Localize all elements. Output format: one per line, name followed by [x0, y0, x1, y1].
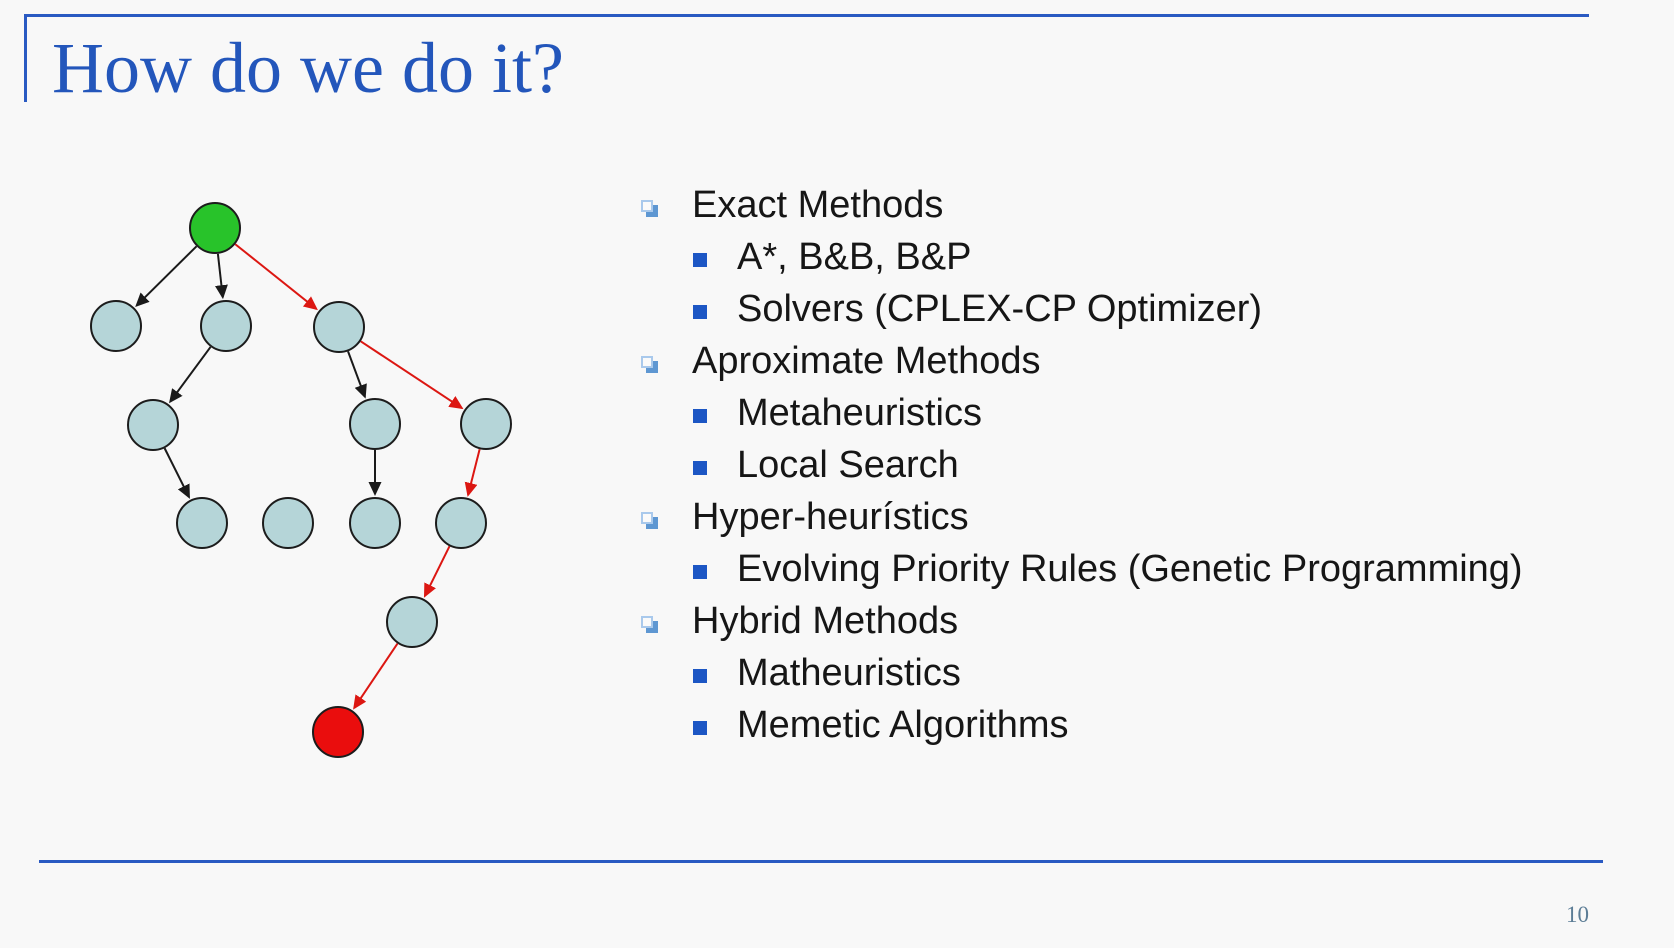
page-number: 10 — [1566, 902, 1589, 927]
tree-node — [262, 497, 314, 549]
left-border-line — [24, 14, 27, 102]
hollow-square-bullet-icon — [641, 199, 658, 217]
tree-edge-arrow — [214, 253, 228, 300]
tree-edge-arrow — [347, 351, 367, 399]
solid-square-bullet-icon — [693, 669, 707, 683]
hollow-square-bullet-icon — [641, 355, 658, 373]
list-item-text: Memetic Algorithms — [737, 703, 1069, 746]
red-path-arrow — [353, 643, 399, 710]
solid-square-bullet-icon — [693, 565, 707, 579]
list-item-text: Evolving Priority Rules (Genetic Program… — [737, 547, 1523, 590]
top-border-line — [24, 14, 1589, 17]
hollow-square-bullet-icon — [641, 511, 658, 529]
tree-node — [349, 497, 401, 549]
solid-square-bullet-icon — [693, 305, 707, 319]
tree-node — [460, 398, 512, 450]
list-item-text: A*, B&B, B&P — [737, 235, 972, 278]
list-item: Local Search — [641, 439, 1523, 491]
list-item: Hyper-heurístics — [641, 491, 1523, 543]
red-path-arrow — [423, 545, 451, 598]
solid-square-bullet-icon — [693, 253, 707, 267]
tree-node — [386, 596, 438, 648]
list-item: Memetic Algorithms — [641, 699, 1523, 751]
tree-node — [127, 399, 179, 451]
tree-node — [176, 497, 228, 549]
tree-edge-arrow — [163, 447, 190, 499]
solid-square-bullet-icon — [693, 721, 707, 735]
list-item: Solvers (CPLEX-CP Optimizer) — [641, 283, 1523, 335]
slide-title: How do we do it? — [52, 28, 564, 108]
list-item: Evolving Priority Rules (Genetic Program… — [641, 543, 1523, 595]
list-item-text: Hybrid Methods — [692, 599, 959, 642]
list-item-text: Matheuristics — [737, 651, 961, 694]
red-path-arrow — [464, 448, 481, 497]
list-item-text: Metaheuristics — [737, 391, 982, 434]
list-item-text: Aproximate Methods — [692, 339, 1041, 382]
red-path-arrow — [360, 340, 464, 410]
list-item: Matheuristics — [641, 647, 1523, 699]
bottom-border-line — [39, 860, 1603, 863]
tree-edge-arrow — [135, 245, 198, 308]
tree-edge-arrow — [169, 346, 212, 404]
tree-node — [200, 300, 252, 352]
list-item: Aproximate Methods — [641, 335, 1523, 387]
tree-node-goal — [312, 706, 364, 758]
tree-node — [313, 301, 365, 353]
list-item-text: Solvers (CPLEX-CP Optimizer) — [737, 287, 1263, 330]
list-item-text: Exact Methods — [692, 183, 944, 226]
tree-node-start — [189, 202, 241, 254]
list-item: A*, B&B, B&P — [641, 231, 1523, 283]
list-item: Exact Methods — [641, 179, 1523, 231]
solid-square-bullet-icon — [693, 409, 707, 423]
list-item: Metaheuristics — [641, 387, 1523, 439]
solid-square-bullet-icon — [693, 461, 707, 475]
tree-node — [435, 497, 487, 549]
tree-node — [90, 300, 142, 352]
list-item-text: Local Search — [737, 443, 959, 486]
red-path-arrow — [234, 243, 318, 311]
list-item: Hybrid Methods — [641, 595, 1523, 647]
hollow-square-bullet-icon — [641, 615, 658, 633]
tree-node — [349, 398, 401, 450]
list-item-text: Hyper-heurístics — [692, 495, 969, 538]
